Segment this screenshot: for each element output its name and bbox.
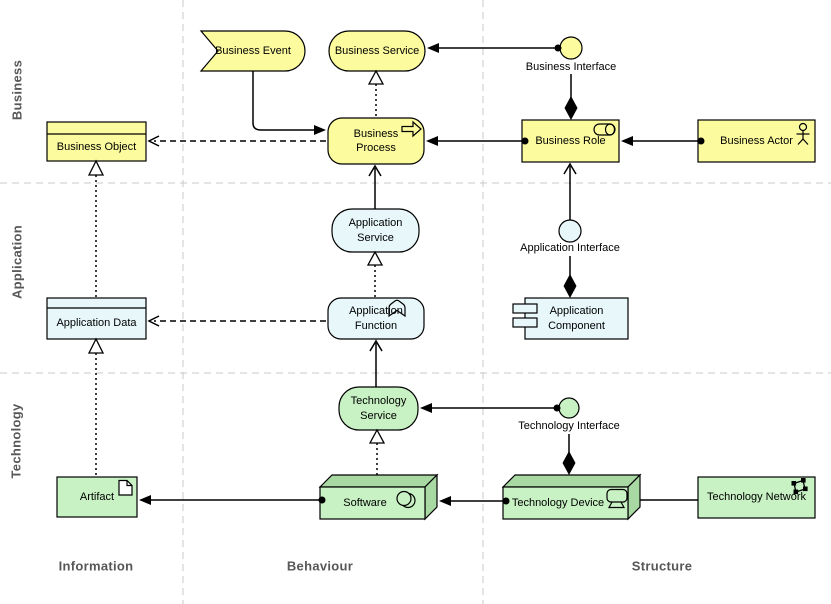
- rel-business-event-business-process[interactable]: [252, 71, 326, 135]
- application-data-shape[interactable]: [46, 297, 147, 340]
- role-cylinder-icon: [593, 123, 616, 136]
- component-tabs-icon: [512, 317, 538, 328]
- rel-software-artifact[interactable]: [139, 495, 326, 505]
- business-event-shape[interactable]: [199, 30, 306, 72]
- rel-technology-interface-technology-service[interactable]: [420, 403, 561, 413]
- component-tabs-icon: [512, 303, 538, 314]
- rel-application-interface-business-role[interactable]: [563, 162, 577, 220]
- rel-business-interface-business-service[interactable]: [427, 43, 562, 53]
- rel-technology-interface-technology-device[interactable]: [562, 434, 576, 475]
- business-interface-shape[interactable]: [559, 36, 583, 60]
- rel-application-data-business-object[interactable]: [87, 159, 105, 298]
- software-shape[interactable]: [318, 473, 439, 521]
- layer-label-technology: Technology: [8, 403, 24, 479]
- rel-business-process-business-object[interactable]: [147, 135, 326, 147]
- rel-business-actor-business-role[interactable]: [621, 136, 705, 146]
- business-service-shape[interactable]: [328, 30, 426, 72]
- business-role-shape[interactable]: [521, 119, 620, 163]
- application-interface-shape[interactable]: [558, 219, 582, 243]
- technology-service-shape[interactable]: [338, 386, 419, 431]
- column-label-information: Information: [58, 558, 134, 574]
- business-process-shape[interactable]: [327, 117, 425, 165]
- rel-technology-device-software[interactable]: [439, 496, 510, 506]
- application-function-shape[interactable]: [327, 297, 425, 340]
- rel-technology-service-application-function[interactable]: [369, 339, 383, 387]
- network-nodes-icon: [791, 478, 808, 495]
- device-monitor-icon: [606, 488, 628, 509]
- rel-software-technology-service[interactable]: [368, 428, 386, 475]
- rel-business-interface-business-role[interactable]: [564, 74, 578, 120]
- business-actor-shape[interactable]: [697, 119, 816, 163]
- business-object-shape[interactable]: [46, 121, 147, 162]
- artifact-document-icon: [118, 479, 133, 496]
- rel-application-interface-application-component[interactable]: [563, 256, 577, 298]
- layer-label-application: Application: [9, 224, 25, 300]
- technology-device-shape[interactable]: [501, 473, 642, 521]
- rel-artifact-application-data[interactable]: [87, 337, 105, 477]
- actor-figure-icon: [796, 122, 810, 145]
- application-service-shape[interactable]: [331, 208, 420, 253]
- technology-network-shape[interactable]: [697, 476, 816, 519]
- rel-application-function-application-service[interactable]: [366, 250, 384, 298]
- application-component-shape[interactable]: [524, 297, 629, 340]
- rel-application-service-business-process[interactable]: [368, 164, 382, 209]
- function-chevron-icon: [388, 299, 406, 318]
- software-circles-icon: [396, 490, 416, 509]
- rel-application-function-application-data[interactable]: [147, 315, 326, 327]
- process-arrow-icon: [401, 120, 422, 138]
- technology-interface-shape[interactable]: [558, 397, 580, 419]
- column-label-behaviour: Behaviour: [286, 558, 354, 574]
- column-label-structure: Structure: [631, 558, 693, 574]
- rel-business-role-business-process[interactable]: [426, 136, 529, 146]
- rel-business-process-business-service[interactable]: [367, 69, 385, 118]
- layer-label-business: Business: [9, 59, 25, 121]
